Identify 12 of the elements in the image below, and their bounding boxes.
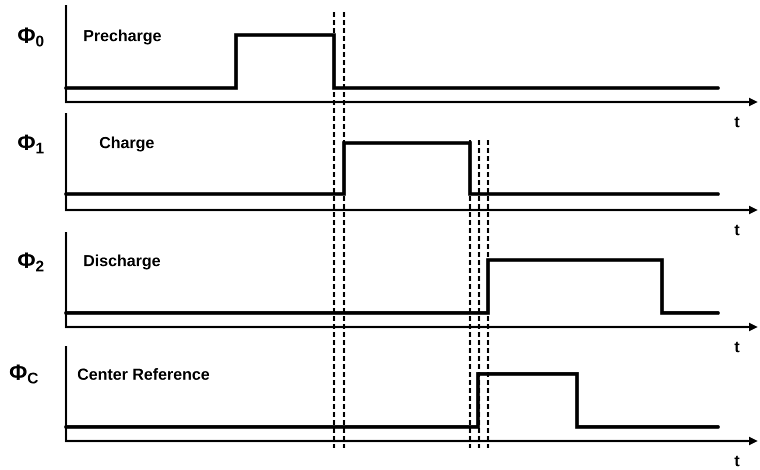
signal-label: Φ$_{0}$ (18, 28, 44, 46)
phase-label: Precharge (84, 30, 161, 44)
axis-label: t (734, 116, 740, 128)
axis-label: t (734, 224, 740, 236)
phase-label: Discharge (84, 254, 160, 270)
axis-label: t (734, 456, 740, 466)
signal-label: Φ$_{C}$ (10, 364, 38, 384)
phase-label: Charge (100, 136, 154, 152)
phase-label: Center Reference (78, 368, 210, 380)
signal-label: Φ$_{2}$ (18, 252, 44, 272)
signal-label: Φ$_{1}$ (18, 134, 44, 154)
axis-label: t (734, 342, 740, 352)
